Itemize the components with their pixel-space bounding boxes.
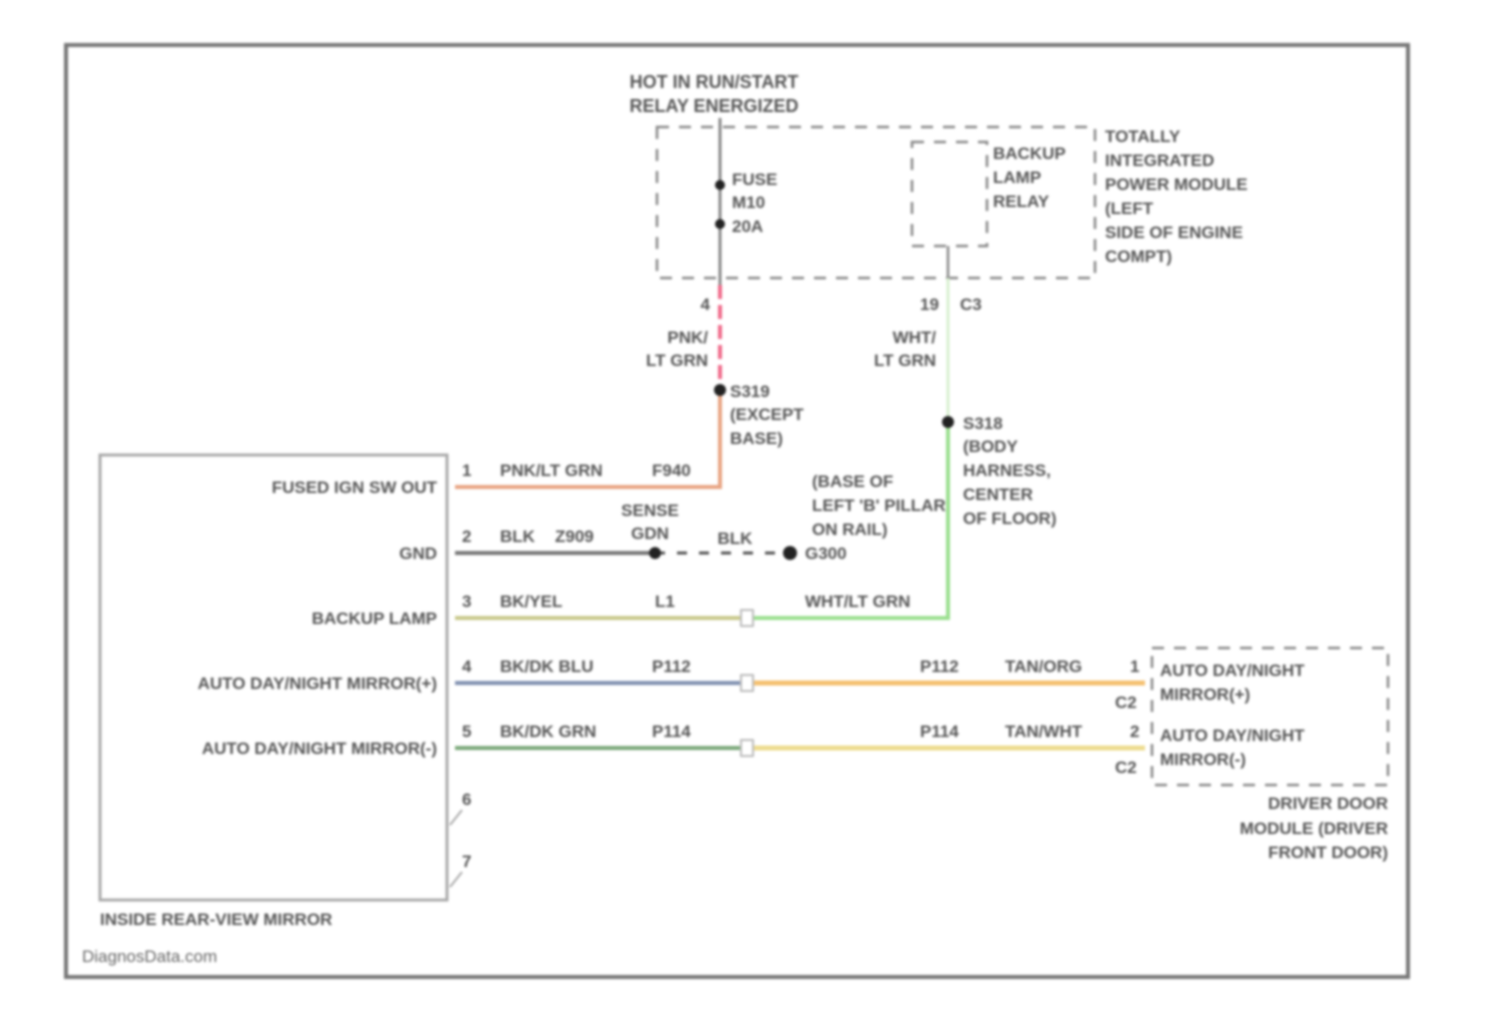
splice-label: (EXCEPT (730, 405, 804, 424)
ddm-pin-label: AUTO DAY/NIGHT (1160, 661, 1305, 680)
circuit-id: F940 (652, 461, 691, 480)
header-line2: RELAY ENERGIZED (629, 96, 798, 116)
circuit-id: P112 (652, 657, 691, 676)
inline-connector (741, 675, 753, 691)
tipm-label: (LEFT (1105, 199, 1154, 218)
inline-connector (741, 610, 753, 626)
wire-color-label: TAN/ORG (1005, 657, 1082, 676)
pin-number: 1 (462, 461, 471, 480)
pin-row-4: AUTO DAY/NIGHT MIRROR(+) 4 BK/DK BLU P11… (198, 657, 1145, 712)
wire-color-label: BK/DK GRN (500, 722, 596, 741)
wire-color-label: TAN/WHT (1005, 722, 1083, 741)
wire-color-label: WHT/LT GRN (805, 592, 910, 611)
pin-label: FUSED IGN SW OUT (272, 478, 438, 497)
ddm-pin-label: MIRROR(-) (1160, 750, 1246, 769)
tipm-label: INTEGRATED (1105, 151, 1214, 170)
wire-color-label: BK/YEL (500, 592, 562, 611)
pin-row-1: FUSED IGN SW OUT 1 PNK/LT GRN F940 (272, 461, 691, 497)
fuse-label: FUSE (732, 170, 777, 189)
fuse-terminal (715, 219, 725, 229)
circuit-id: P114 (652, 722, 691, 741)
pin-label: GND (399, 544, 437, 563)
pin-number: 7 (462, 852, 471, 871)
pin-number: 2 (1130, 722, 1139, 741)
fuse-terminal (715, 180, 725, 190)
splice-label: HARNESS, (963, 461, 1051, 480)
wire-color-label: LT GRN (874, 351, 936, 370)
tipm-label: COMPT) (1105, 247, 1172, 266)
splice-label: S318 (963, 414, 1003, 433)
fuse-rating: 20A (732, 217, 763, 236)
wire-color-label: LT GRN (646, 351, 708, 370)
pin-label: BACKUP LAMP (312, 609, 437, 628)
splice-s319 (714, 384, 726, 396)
pin-number: 2 (462, 527, 471, 546)
ground-splice (649, 547, 661, 559)
fuse-id: M10 (732, 193, 765, 212)
pin-number: 3 (462, 592, 471, 611)
watermark: DiagnosData.com (82, 947, 217, 966)
mirror-title: INSIDE REAR-VIEW MIRROR (100, 910, 332, 929)
ground-location: (BASE OF (812, 472, 893, 491)
pin-number: 4 (701, 295, 711, 314)
relay-label: RELAY (993, 192, 1050, 211)
wire-color-label: WHT/ (893, 328, 937, 347)
wire-color-label: BK/DK BLU (500, 657, 594, 676)
header-line1: HOT IN RUN/START (630, 72, 799, 92)
sense-label: GDN (631, 524, 669, 543)
pin-number: 19 (920, 295, 939, 314)
splice-s318 (942, 416, 954, 428)
connector-id: C3 (960, 295, 982, 314)
wire-color-label: BLK (718, 529, 754, 548)
pin-label: AUTO DAY/NIGHT MIRROR(-) (202, 739, 437, 758)
ddm-pin-label: AUTO DAY/NIGHT (1160, 726, 1305, 745)
pin-number: 6 (462, 790, 471, 809)
ground-point (783, 546, 797, 560)
splice-label: BASE) (730, 429, 783, 448)
pin-number: 5 (462, 722, 471, 741)
splice-label: S319 (730, 382, 770, 401)
pin-row-3: BACKUP LAMP 3 BK/YEL L1 WHT/LT GRN (312, 592, 911, 628)
connector-id: C2 (1115, 693, 1137, 712)
wire-color-label: PNK/LT GRN (500, 461, 603, 480)
pin-row-2: GND 2 BLK Z909 (399, 527, 594, 563)
circuit-id: Z909 (555, 527, 594, 546)
wire-color-label: PNK/ (667, 328, 708, 347)
tipm-label: SIDE OF ENGINE (1105, 223, 1243, 242)
ground-id: G300 (805, 544, 847, 563)
connector-id: C2 (1115, 758, 1137, 777)
ddm-pin-label: MIRROR(+) (1160, 685, 1250, 704)
circuit-id: P112 (920, 657, 959, 676)
splice-label: OF FLOOR) (963, 509, 1056, 528)
circuit-id: L1 (655, 592, 675, 611)
ddm-title: MODULE (DRIVER (1240, 819, 1388, 838)
wire-color-label: BLK (500, 527, 536, 546)
tipm-label: TOTALLY (1105, 127, 1181, 146)
ddm-title: FRONT DOOR) (1268, 843, 1388, 862)
relay-label: BACKUP (993, 144, 1066, 163)
splice-label: CENTER (963, 485, 1033, 504)
ground-location: LEFT 'B' PILLAR (812, 496, 946, 515)
inline-connector (741, 740, 753, 756)
pin-number: 1 (1130, 657, 1139, 676)
ddm-title: DRIVER DOOR (1268, 794, 1388, 813)
sense-label: SENSE (621, 501, 679, 520)
backup-lamp-relay-box (912, 142, 987, 246)
splice-label: (BODY (963, 437, 1018, 456)
circuit-id: P114 (920, 722, 959, 741)
relay-label: LAMP (993, 168, 1041, 187)
pin-row-5: AUTO DAY/NIGHT MIRROR(-) 5 BK/DK GRN P11… (202, 722, 1145, 777)
tipm-label: POWER MODULE (1105, 175, 1248, 194)
pin-label: AUTO DAY/NIGHT MIRROR(+) (198, 674, 437, 693)
pin-number: 4 (462, 657, 472, 676)
ground-location: ON RAIL) (812, 520, 888, 539)
